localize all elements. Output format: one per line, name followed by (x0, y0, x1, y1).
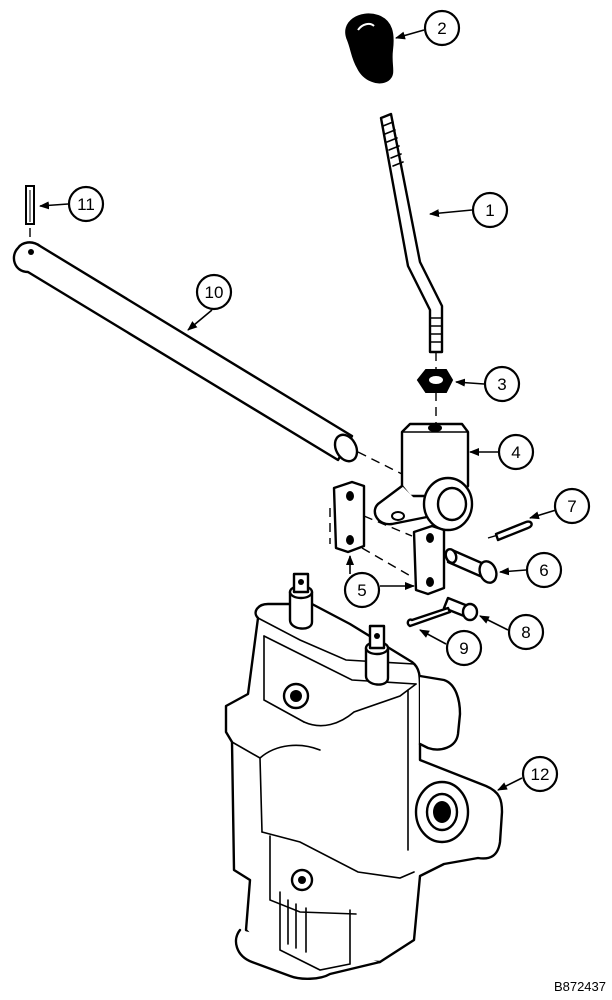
callout-10-label: 10 (205, 283, 224, 302)
callout-9-label: 9 (459, 639, 468, 658)
callout-12-label: 12 (531, 765, 550, 784)
nut-part (416, 369, 454, 393)
figure-id: B872437 (553, 979, 606, 994)
callout-10: 10 (187, 273, 233, 331)
callout-1: 1 (429, 191, 509, 229)
callout-2-label: 2 (437, 19, 446, 38)
callout-8: 8 (479, 613, 545, 651)
cotter-pin-upper-part (487, 520, 533, 542)
roll-pin-part (25, 185, 35, 250)
link-plates-part (329, 480, 446, 596)
callout-9: 9 (419, 629, 483, 667)
control-valve-part (224, 572, 504, 980)
callout-1-label: 1 (485, 201, 494, 220)
callout-3: 3 (455, 365, 521, 403)
callout-11-label: 11 (77, 195, 95, 214)
callout-2: 2 (395, 9, 461, 47)
pin-part (444, 548, 498, 584)
pin-small-part (442, 596, 479, 622)
knob-part (345, 13, 394, 84)
callout-7: 7 (529, 487, 591, 525)
callout-7-label: 7 (567, 497, 576, 516)
cotter-pin-lower-part (406, 606, 452, 628)
callout-4-label: 4 (511, 443, 520, 462)
callout-6-label: 6 (539, 561, 548, 580)
callout-12: 12 (497, 755, 559, 793)
lever-part (379, 112, 444, 354)
callout-5-label: 5 (357, 581, 366, 600)
lever-bracket-part (373, 352, 474, 532)
callout-4: 4 (469, 433, 535, 471)
callout-3-label: 3 (497, 375, 506, 394)
callout-11: 11 (39, 185, 105, 223)
callout-5: 5 (343, 555, 415, 609)
callout-8-label: 8 (521, 623, 530, 642)
callout-6: 6 (499, 551, 563, 589)
